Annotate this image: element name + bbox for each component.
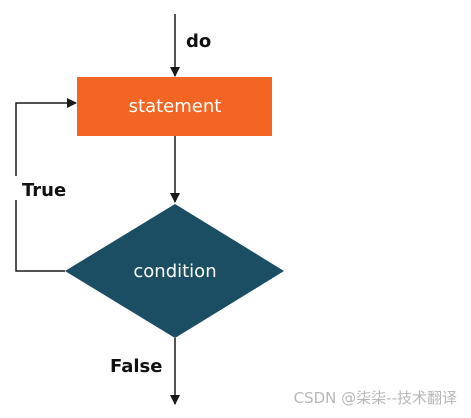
- true-label: True: [22, 180, 66, 201]
- statement-box: [77, 77, 272, 136]
- watermark: CSDN @柒柒--技术翻译: [293, 389, 457, 407]
- true-label-backdrop: [10, 176, 70, 200]
- entry-label: do: [186, 31, 211, 52]
- condition-diamond: [65, 204, 284, 338]
- statement-label: statement: [129, 96, 222, 117]
- condition-label: condition: [133, 261, 216, 282]
- false-label: False: [110, 356, 162, 377]
